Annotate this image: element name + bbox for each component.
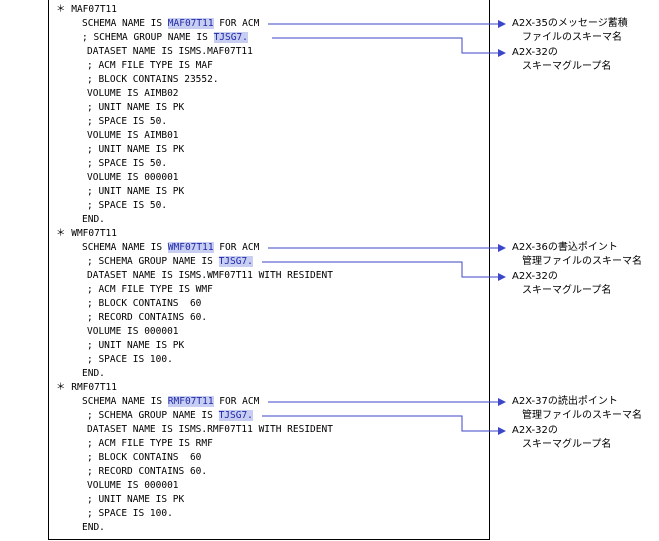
schema-group-highlight: TJSG7. — [218, 410, 253, 421]
code-line: ; RECORD CONTAINS 60. — [87, 466, 208, 477]
code-line: VOLUME IS AIMB02 — [87, 88, 179, 99]
code-line: ; UNIT NAME IS PK — [87, 494, 185, 505]
schema-group-line: ; SCHEMA GROUP NAME IS TJSG7. — [87, 256, 253, 267]
code-line: ; SPACE IS 100. — [87, 508, 173, 519]
code-listing-frame — [48, 0, 490, 540]
annotation-maf-schema: A2X-35のメッセージ蓄積 — [512, 18, 628, 29]
annotation-wmf-schema-cont: 管理ファイルのスキーマ名 — [522, 256, 642, 267]
schema-header-rmf: ＊ RMF07T11 — [56, 382, 117, 393]
schema-name-highlight: MAF07T11 — [167, 18, 214, 29]
schema-header-wmf: ＊ WMF07T11 — [56, 228, 117, 239]
schema-name-highlight: RMF07T11 — [167, 396, 214, 407]
code-line: ; ACM FILE TYPE IS RMF — [87, 438, 213, 449]
schema-name-line: SCHEMA NAME IS WMF07T11 FOR ACM — [82, 242, 260, 253]
code-line: DATASET NAME IS ISMS.MAF07T11 — [87, 46, 253, 57]
annotation-maf-group-cont: スキーマグループ名 — [522, 61, 612, 72]
code-line: ; UNIT NAME IS PK — [87, 340, 185, 351]
schema-name-line: SCHEMA NAME IS RMF07T11 FOR ACM — [82, 396, 260, 407]
schema-header-maf: ＊ MAF07T11 — [56, 4, 117, 15]
code-line: ; BLOCK CONTAINS 60 — [87, 452, 202, 463]
annotation-maf-group: A2X-32の — [512, 47, 558, 58]
code-line: VOLUME IS 000001 — [87, 326, 179, 337]
code-line: ; UNIT NAME IS PK — [87, 102, 185, 113]
annotation-rmf-group-cont: スキーマグループ名 — [522, 439, 612, 450]
annotation-wmf-schema: A2X-36の書込ポイント — [512, 242, 618, 253]
code-line: VOLUME IS AIMB01 — [87, 130, 179, 141]
code-line: END. — [82, 368, 105, 379]
annotation-wmf-group-cont: スキーマグループ名 — [522, 285, 612, 296]
schema-name-line: SCHEMA NAME IS MAF07T11 FOR ACM — [82, 18, 260, 29]
schema-group-highlight: TJSG7. — [218, 256, 253, 267]
code-line: ; BLOCK CONTAINS 23552. — [87, 74, 219, 85]
arrow-schema-group-rmf — [262, 415, 506, 435]
code-line: ; SPACE IS 50. — [87, 200, 168, 211]
arrow-schema-group-wmf — [262, 261, 506, 281]
schema-group-line: ; SCHEMA GROUP NAME IS TJSG7. — [87, 410, 253, 421]
schema-name-highlight: WMF07T11 — [167, 242, 214, 253]
arrow-schema-group-maf — [272, 37, 506, 57]
code-line: ; RECORD CONTAINS 60. — [87, 312, 208, 323]
code-line: ; UNIT NAME IS PK — [87, 186, 185, 197]
annotation-rmf-schema: A2X-37の読出ポイント — [512, 396, 618, 407]
schema-group-highlight: TJSG7. — [213, 32, 248, 43]
schema-group-line: ; SCHEMA GROUP NAME IS TJSG7. — [82, 32, 248, 43]
code-line: ; BLOCK CONTAINS 60 — [87, 298, 202, 309]
annotation-wmf-group: A2X-32の — [512, 271, 558, 282]
code-line: ; UNIT NAME IS PK — [87, 144, 185, 155]
annotation-rmf-schema-cont: 管理ファイルのスキーマ名 — [522, 410, 642, 421]
code-line: END. — [82, 522, 105, 533]
code-line: ; SPACE IS 50. — [87, 158, 168, 169]
code-line: END. — [82, 214, 105, 225]
annotation-rmf-group: A2X-32の — [512, 425, 558, 436]
code-line: ; ACM FILE TYPE IS WMF — [87, 284, 213, 295]
code-line: DATASET NAME IS ISMS.WMF07T11 WITH RESID… — [87, 270, 333, 281]
code-line: ; SPACE IS 100. — [87, 354, 173, 365]
code-line: ; ACM FILE TYPE IS MAF — [87, 60, 213, 71]
code-line: ; SPACE IS 50. — [87, 116, 168, 127]
code-line: DATASET NAME IS ISMS.RMF07T11 WITH RESID… — [87, 424, 333, 435]
code-line: VOLUME IS 000001 — [87, 172, 179, 183]
code-line: VOLUME IS 000001 — [87, 480, 179, 491]
annotation-maf-schema-cont: ファイルのスキーマ名 — [522, 32, 622, 43]
